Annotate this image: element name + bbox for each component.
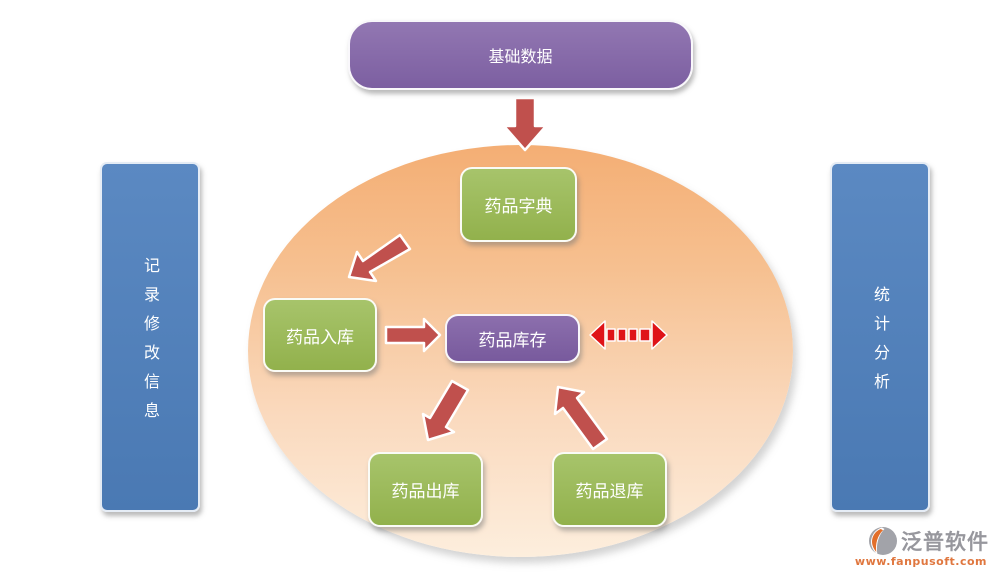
brand-url: www.fanpusoft.com [854, 555, 987, 568]
sidebar-statistical-analysis: 统计分析 [830, 162, 930, 512]
node-drug-inbound: 药品入库 [263, 298, 377, 372]
fanpu-logo-row: 泛普软件 [868, 526, 989, 556]
brand-name: 泛普软件 [901, 530, 989, 554]
node-drug-outbound: 药品出库 [368, 452, 483, 527]
node-drug-outbound-label: 药品出库 [391, 482, 460, 502]
node-drug-inbound-label: 药品入库 [286, 327, 354, 348]
node-drug-inventory: 药品库存 [445, 314, 580, 363]
node-drug-dictionary-label: 药品字典 [484, 197, 553, 217]
node-drug-inventory-label: 药品库存 [478, 331, 547, 351]
fanpu-logo: 泛普软件 www.fanpusoft.com [855, 526, 989, 568]
fanpu-logo-icon [869, 527, 897, 555]
sidebar-left-label: 记录修改信息 [141, 256, 160, 431]
node-drug-dictionary: 药品字典 [460, 167, 577, 242]
node-basic-data-label: 基础数据 [488, 47, 553, 66]
node-basic-data: 基础数据 [348, 20, 693, 90]
node-drug-refund-label: 药品退库 [575, 482, 644, 502]
arrow-basicdata-to-dictionary [502, 96, 548, 152]
sidebar-record-modification-info: 记录修改信息 [100, 162, 200, 512]
node-drug-refund: 药品退库 [552, 452, 667, 527]
sidebar-right-label: 统计分析 [871, 285, 890, 402]
